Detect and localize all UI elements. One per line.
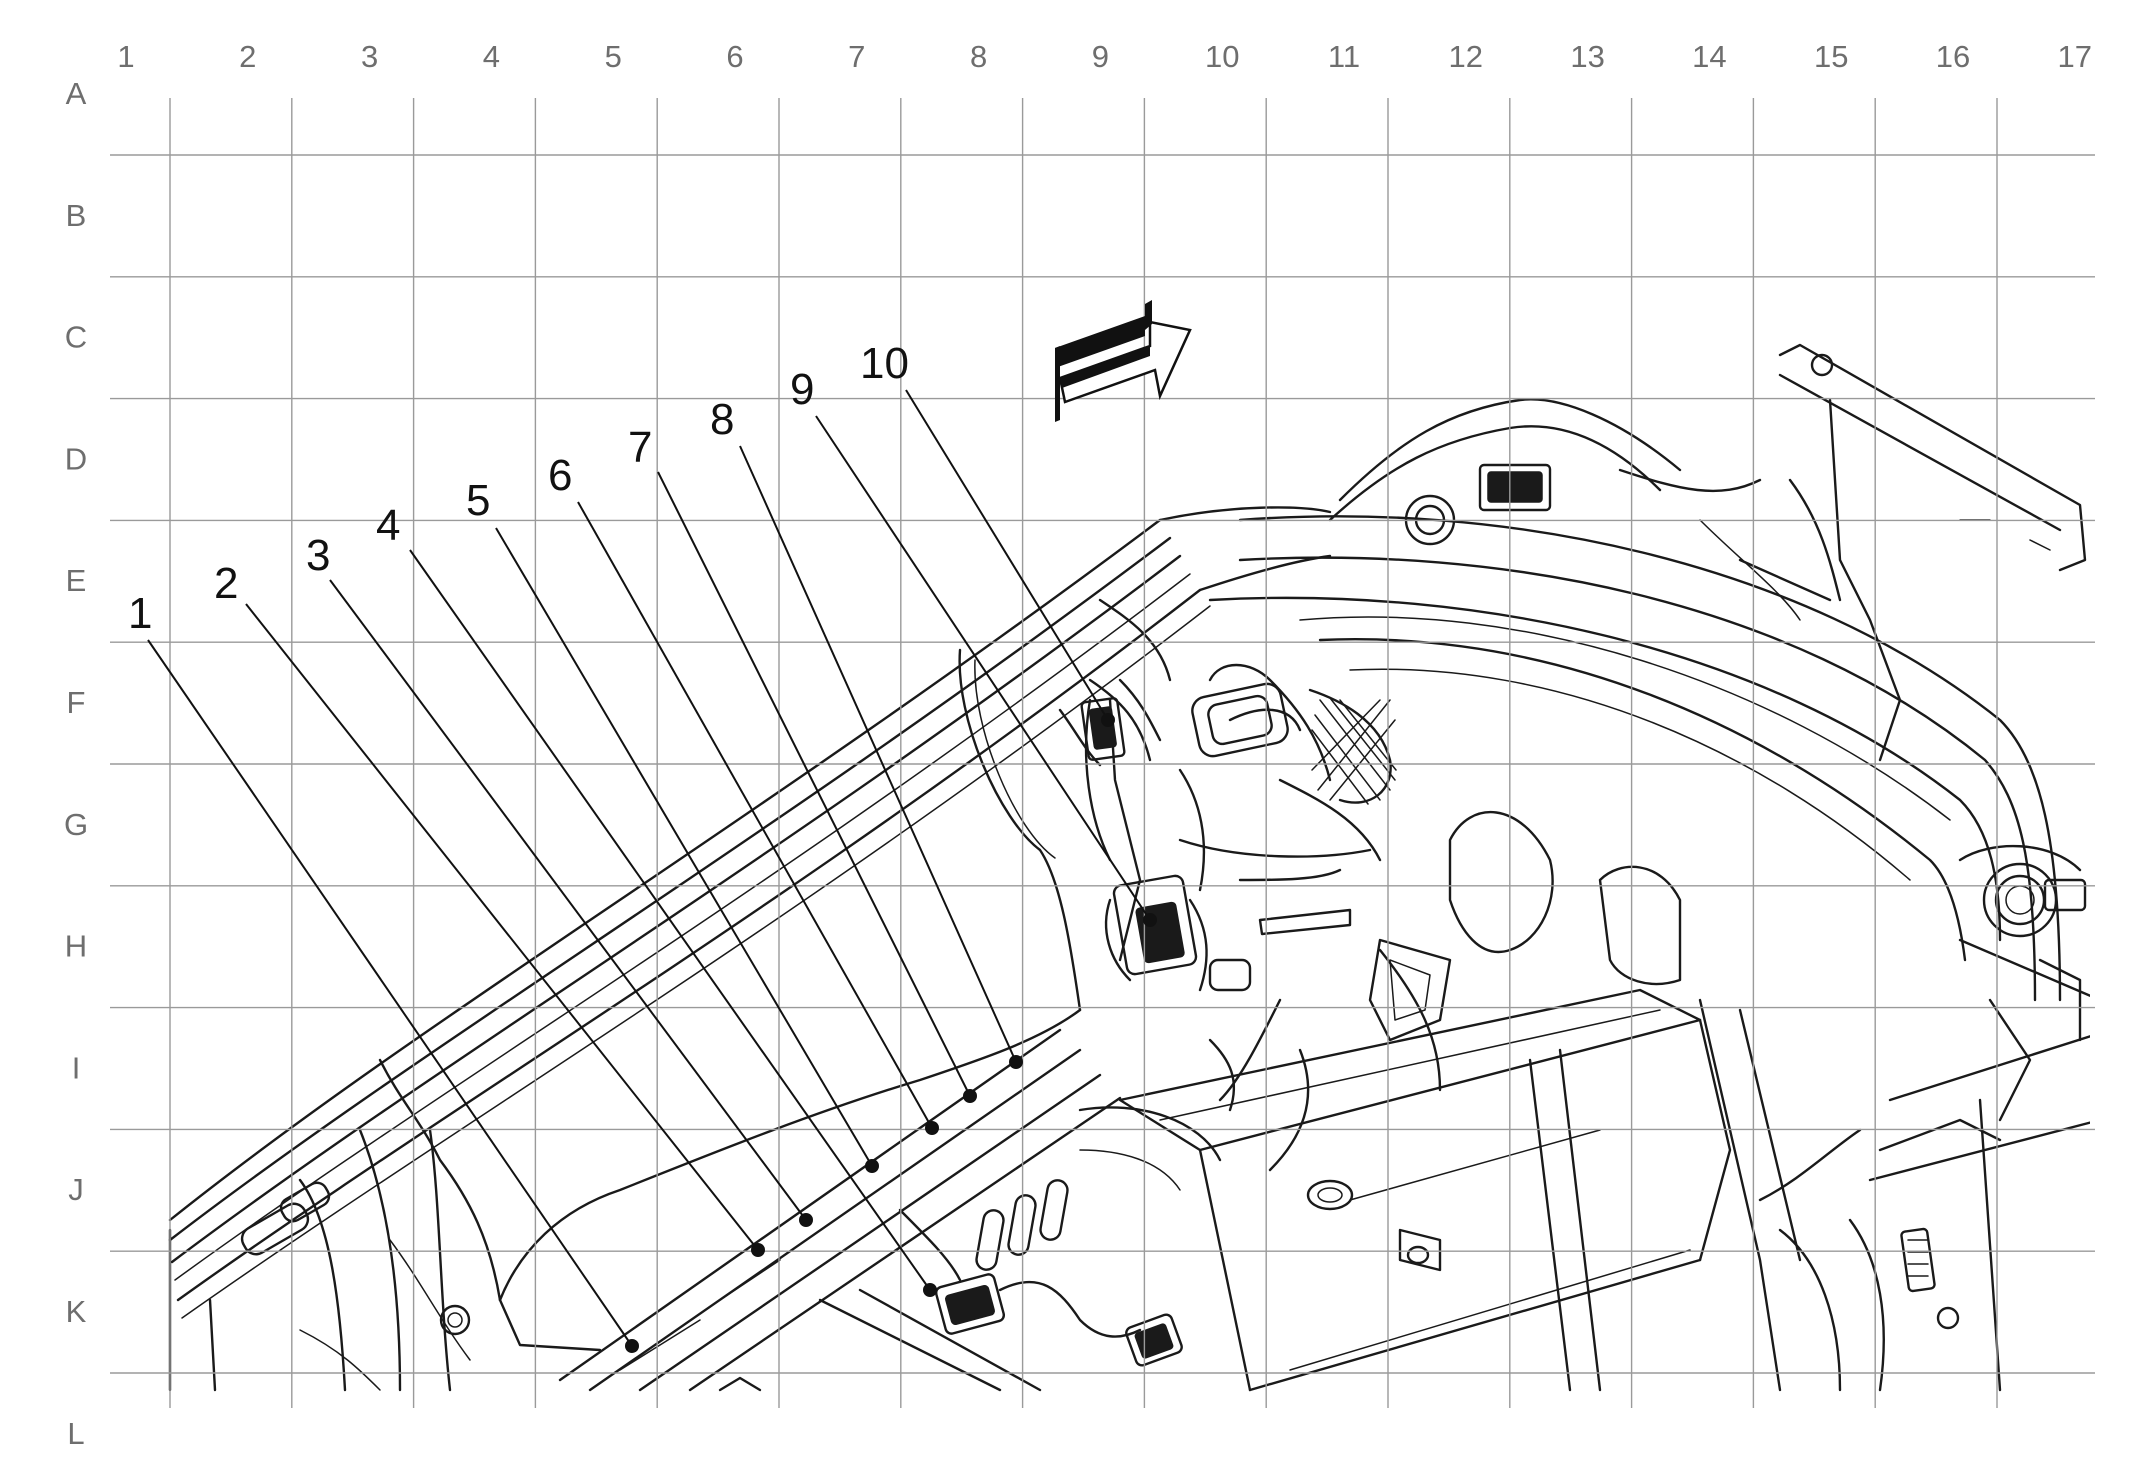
grid-column-label: 3	[361, 39, 378, 74]
right-margin-mask	[2090, 0, 2130, 1482]
connector-block-center	[1104, 874, 1208, 992]
callout-3: 3	[306, 531, 813, 1227]
blower-grille	[1311, 697, 1397, 805]
bottom-margin-mask	[0, 1392, 2130, 1482]
callout-number: 8	[710, 395, 734, 444]
grid-row-labels: A B C D E F G H I J K L	[64, 76, 88, 1451]
grid-row-label: J	[68, 1172, 84, 1207]
vehicle-body-line-art	[168, 343, 2112, 1392]
grid-column-label: 12	[1449, 39, 1483, 74]
grid-column-label: 5	[605, 39, 622, 74]
grid-column-label: 14	[1692, 39, 1726, 74]
grid-row-label: L	[67, 1416, 84, 1451]
callout-number: 5	[466, 476, 490, 525]
callout-number: 2	[214, 559, 238, 608]
reference-grid	[110, 98, 2095, 1408]
callout-group: 1 2 3 4 5 6 7	[128, 339, 1157, 1353]
forward-direction-arrow-icon	[1055, 300, 1192, 422]
grid-row-label: E	[66, 563, 87, 598]
grid-column-label: 8	[970, 39, 987, 74]
grid-column-label: 6	[726, 39, 743, 74]
callout-6: 6	[548, 451, 939, 1135]
callout-8: 8	[710, 395, 1023, 1069]
callout-9: 9	[790, 365, 1157, 927]
grid-column-label: 11	[1328, 39, 1360, 74]
rocker-sill	[558, 1028, 1122, 1392]
grid-column-label: 4	[483, 39, 500, 74]
grid-column-label: 9	[1092, 39, 1109, 74]
dash-inner-panel	[1084, 598, 1397, 1112]
grid-column-label: 2	[239, 39, 256, 74]
right-lower-panel	[1698, 998, 2002, 1392]
callout-4: 4	[376, 501, 937, 1297]
grid-column-label: 17	[2058, 39, 2092, 74]
callout-1: 1	[128, 589, 639, 1353]
grid-column-label: 10	[1205, 39, 1239, 74]
callout-number: 4	[376, 501, 400, 550]
grid-column-label: 7	[848, 39, 865, 74]
callout-number: 10	[860, 339, 909, 388]
callout-number: 3	[306, 531, 330, 580]
cowl-cross-member	[1208, 515, 2112, 1202]
callout-number: 9	[790, 365, 814, 414]
grid-row-label: D	[65, 441, 87, 476]
callout-10: 10	[860, 339, 1115, 727]
lower-left-body-panel	[168, 1128, 471, 1392]
grid-column-label: 16	[1936, 39, 1970, 74]
grid-row-label: C	[65, 320, 87, 355]
callout-number: 7	[628, 423, 652, 472]
grid-row-label: K	[66, 1294, 87, 1329]
callout-7: 7	[628, 423, 977, 1103]
callout-5: 5	[466, 476, 879, 1173]
grid-column-label: 13	[1570, 39, 1604, 74]
grid-row-label: H	[65, 929, 87, 964]
grid-column-label: 15	[1814, 39, 1848, 74]
grid-row-label: I	[72, 1050, 81, 1085]
grid-column-label: 1	[117, 39, 134, 74]
grid-row-label: B	[66, 198, 87, 233]
callout-2: 2	[214, 559, 765, 1257]
callout-number: 6	[548, 451, 572, 500]
grid-row-label: F	[67, 685, 86, 720]
grid-row-label: A	[66, 76, 87, 111]
grid-row-label: G	[64, 807, 88, 842]
floor-tunnel	[1118, 938, 1732, 1392]
a-pillar-opening	[378, 648, 1082, 1352]
right-strut-tower	[1958, 844, 2087, 1122]
callout-number: 1	[128, 589, 152, 638]
floor-pan-ribs	[975, 810, 1682, 1271]
